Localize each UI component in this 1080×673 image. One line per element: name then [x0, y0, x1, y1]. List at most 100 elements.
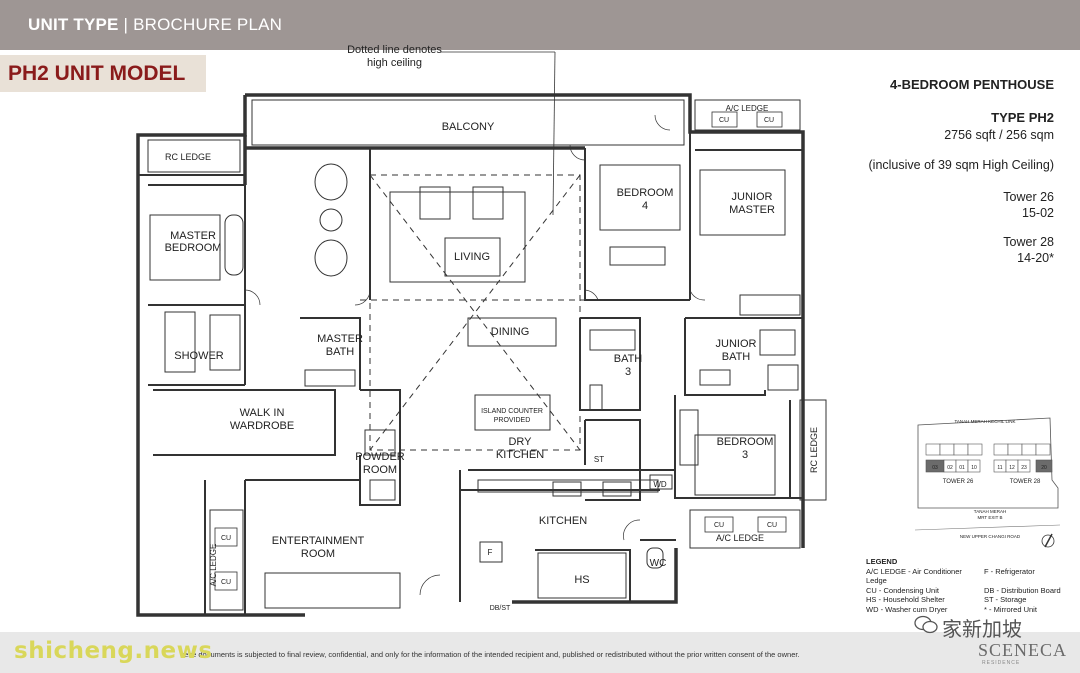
- cu-label-1: CU: [719, 117, 729, 124]
- db-st-label: DB/ST: [490, 605, 511, 612]
- condensing-units: [214, 111, 787, 591]
- cu-label-2: CU: [764, 117, 774, 124]
- callout-line-1: Dotted line denotes: [347, 44, 442, 56]
- master-bedroom-label-2: BEDROOM: [165, 242, 222, 254]
- rc-ledge-right-label: RC LEDGE: [809, 427, 819, 473]
- master-bedroom-label-1: MASTER: [170, 230, 216, 242]
- legend-item: F - Refrigerator: [984, 566, 1035, 576]
- cu-label-5: CU: [714, 522, 724, 529]
- key-unit-12: 12: [1009, 465, 1015, 471]
- legend: LEGEND A/C LEDGE - Air Conditioner Ledge…: [866, 557, 1076, 615]
- bedroom3-label-1: BEDROOM: [717, 436, 774, 448]
- entertainment-label-1: ENTERTAINMENT: [272, 535, 365, 547]
- tower26-label: Tower 26: [1003, 190, 1054, 204]
- ac-ledge-bottom-label: A/C LEDGE: [716, 533, 764, 543]
- legend-item: ST - Storage: [984, 595, 1027, 605]
- fridge-label: F: [488, 548, 493, 557]
- outer-walls: [136, 93, 805, 617]
- cu-label-3: CU: [221, 535, 231, 542]
- powder-label-1: POWDER: [355, 451, 405, 463]
- key-unit-03: 03: [932, 465, 938, 471]
- unit-model-label: PH2 UNIT MODEL: [8, 62, 186, 85]
- key-unit-02: 02: [947, 465, 953, 471]
- kitchen-label: KITCHEN: [539, 515, 587, 527]
- header-title: UNIT TYPE | BROCHURE PLAN: [28, 15, 282, 35]
- balcony-label: BALCONY: [442, 121, 495, 133]
- junior-bath-label-1: JUNIOR: [716, 338, 757, 350]
- ceiling-callout: Dotted line denotes high ceiling: [322, 44, 467, 70]
- living-label: LIVING: [454, 251, 490, 263]
- unit-title: 4-BEDROOM PENTHOUSE: [890, 77, 1054, 92]
- island-label-2: PROVIDED: [494, 417, 531, 424]
- key-plan: TANAH MERAH KECHIL LINK 03 02 01 10 11 1…: [914, 417, 1061, 548]
- north-arrow-icon: [1041, 534, 1055, 548]
- key-unit-20: 20: [1041, 465, 1047, 471]
- legend-item: DB - Distribution Board: [984, 585, 1061, 595]
- brochure-plan-label: BROCHURE PLAN: [133, 15, 283, 34]
- tower28-label: Tower 28: [1003, 235, 1054, 249]
- master-bath-label-1: MASTER: [317, 333, 363, 345]
- interior-walls: [138, 132, 803, 615]
- high-ceiling-outline: [360, 174, 590, 451]
- ac-ledge-left-label: A/C LEDGE: [209, 544, 218, 587]
- key-unit-23: 23: [1021, 465, 1027, 471]
- unit-type-label: UNIT TYPE: [28, 15, 119, 34]
- balcony-rail: [251, 99, 685, 146]
- legend-item: CU - Condensing Unit: [866, 585, 939, 595]
- rc-ledge-top-label: RC LEDGE: [165, 152, 211, 162]
- unit-model-badge: PH2 UNIT MODEL: [0, 55, 206, 92]
- ledges: [147, 99, 827, 611]
- shower-label: SHOWER: [174, 350, 224, 362]
- key-mrt-1: TANAH MERAH: [974, 509, 1006, 514]
- watermark-left: shicheng.news: [14, 638, 213, 664]
- junior-bath-label-2: BATH: [722, 351, 751, 363]
- key-unit-10: 10: [971, 465, 977, 471]
- high-ceiling-note: (inclusive of 39 sqm High Ceiling): [868, 158, 1055, 172]
- legend-item: * - Mirrored Unit: [984, 604, 1037, 614]
- dry-kitchen-label-1: DRY: [508, 436, 532, 448]
- wechat-icon: [914, 615, 938, 634]
- household-shelter-label: HS: [574, 574, 589, 586]
- washer-dryer-label: WD: [653, 480, 667, 489]
- dining-label: DINING: [491, 326, 530, 338]
- walk-in-label-2: WARDROBE: [230, 420, 294, 432]
- cu-label-4: CU: [221, 579, 231, 586]
- disclaimer-text: hese documents is subjected to final rev…: [180, 650, 800, 659]
- brand-sub: RESIDENCE: [982, 660, 1021, 666]
- master-bath-label-2: BATH: [326, 346, 355, 358]
- key-tower28: TOWER 28: [1010, 479, 1041, 485]
- north-arrow-needle-icon: [1044, 533, 1053, 548]
- bath3-label-1: BATH: [614, 353, 643, 365]
- walk-in-label-1: WALK IN: [240, 407, 285, 419]
- legend-item: WD - Washer cum Dryer: [866, 604, 948, 614]
- door-swings: [244, 114, 706, 596]
- island-label-1: ISLAND COUNTER: [481, 408, 543, 415]
- cu-label-6: CU: [767, 522, 777, 529]
- key-plan-top-road: TANAH MERAH KECHIL LINK: [954, 419, 1015, 424]
- storage-label: ST: [594, 455, 604, 464]
- header-bar: UNIT TYPE | BROCHURE PLAN: [0, 0, 1080, 50]
- key-tower26: TOWER 26: [943, 479, 974, 485]
- wc-label: WC: [650, 558, 667, 569]
- key-bottom-road: NEW UPPER CHANGI ROAD: [960, 534, 1021, 539]
- callout-leader-vertical: [552, 51, 556, 216]
- bedroom4-label-2: 4: [642, 200, 648, 212]
- legend-title: LEGEND: [866, 557, 898, 566]
- key-mrt-2: MRT EXIT B: [977, 515, 1002, 520]
- legend-item: HS - Household Shelter: [866, 595, 945, 605]
- dry-kitchen-label-2: KITCHEN: [496, 449, 544, 461]
- callout-line-2: high ceiling: [366, 57, 423, 69]
- powder-label-2: ROOM: [363, 464, 397, 476]
- ac-ledge-top-label: A/C LEDGE: [726, 104, 769, 113]
- bedroom4-label-1: BEDROOM: [617, 187, 674, 199]
- key-unit-01: 01: [959, 465, 965, 471]
- junior-master-label-1: JUNIOR: [732, 191, 773, 203]
- junior-master-label-2: MASTER: [729, 204, 775, 216]
- tower26-units: 15-02: [1022, 206, 1054, 220]
- entertainment-label-2: ROOM: [301, 548, 335, 560]
- legend-item: A/C LEDGE - Air Conditioner Ledge: [866, 566, 962, 586]
- furniture: [149, 163, 801, 609]
- bedroom3-label-2: 3: [742, 449, 748, 461]
- footer-bar: [0, 632, 1080, 673]
